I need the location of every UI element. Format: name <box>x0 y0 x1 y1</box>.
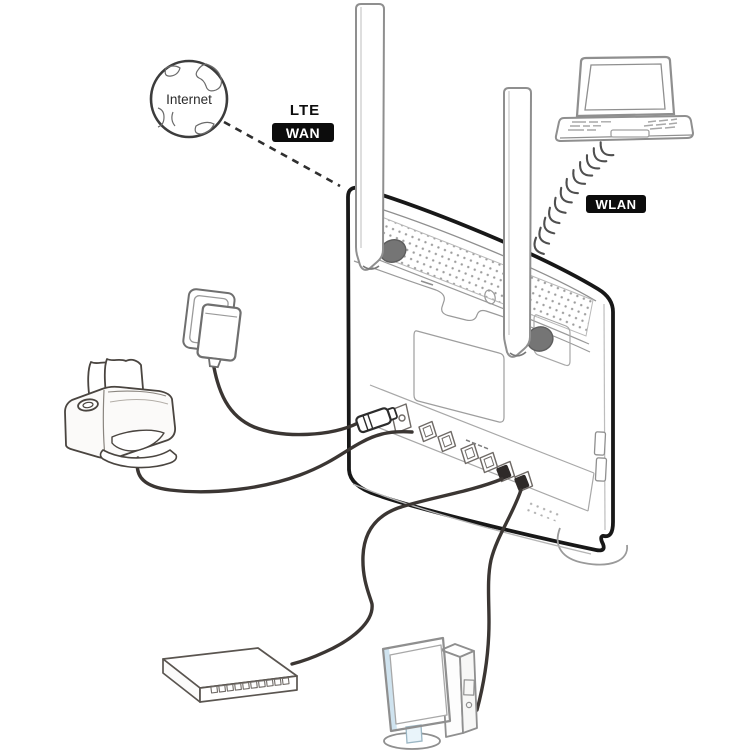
desktop-computer-icon <box>381 636 478 750</box>
laptop-icon <box>554 55 695 143</box>
printer-icon <box>64 358 178 469</box>
router-antenna-left <box>355 3 407 271</box>
internet-label: Internet <box>166 91 212 107</box>
phone-port <box>437 430 457 453</box>
internet-to-router-dashed-link <box>223 120 341 188</box>
wlan-badge: WLAN <box>586 195 646 213</box>
lan-port-1 <box>460 442 480 465</box>
switch-lan-cable <box>290 477 504 666</box>
wall-outlet-power-adapter-icon <box>182 288 242 369</box>
lan-plug-switch <box>496 464 512 481</box>
usb-port <box>418 420 438 443</box>
desktop-lan-cable <box>475 488 523 712</box>
lan-port-2 <box>479 451 499 474</box>
wan-badge: WAN <box>272 123 334 142</box>
lan-plug-desktop <box>514 474 530 491</box>
internet-globe-icon <box>149 59 229 139</box>
power-cable <box>211 360 360 437</box>
ethernet-switch-icon <box>162 647 298 703</box>
lte-router-icon <box>346 185 628 566</box>
power-plug <box>355 406 398 434</box>
lte-label: LTE <box>289 101 321 119</box>
side-buttons <box>593 431 608 482</box>
printer-usb-cable <box>135 430 414 494</box>
router-antenna-right <box>503 87 554 358</box>
